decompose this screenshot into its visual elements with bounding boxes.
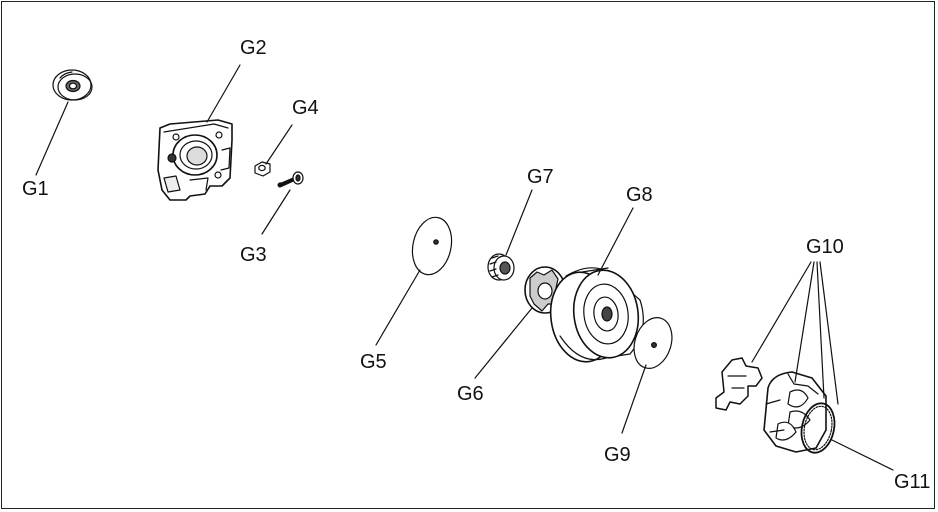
part-g8-drum — [549, 267, 644, 363]
leader-g3 — [261, 189, 291, 235]
part-g2-bracket — [157, 119, 233, 201]
label-g1: G1 — [22, 178, 49, 200]
label-g6: G6 — [457, 383, 484, 405]
leader-g10-d — [819, 261, 839, 405]
part-g3-screw — [277, 171, 304, 189]
label-g7: G7 — [527, 166, 554, 188]
part-g7-bearing — [487, 253, 515, 281]
part-g4-nut — [254, 161, 271, 177]
leader-g2 — [206, 64, 241, 123]
part-g5-disc — [411, 216, 453, 276]
label-g10: G10 — [806, 236, 844, 258]
leader-g7 — [505, 189, 533, 256]
leader-g6 — [474, 307, 533, 379]
part-g11-spring — [800, 402, 836, 454]
label-g8: G8 — [626, 184, 653, 206]
part-g1-washer — [52, 69, 93, 101]
label-g3: G3 — [240, 244, 267, 266]
label-g4: G4 — [292, 97, 319, 119]
leader-g11 — [831, 439, 894, 471]
label-g5: G5 — [360, 351, 387, 373]
label-g2: G2 — [240, 37, 267, 59]
leader-g10-a — [751, 261, 812, 363]
leader-g10-c — [816, 261, 825, 399]
label-g11: G11 — [894, 471, 931, 493]
label-g9: G9 — [604, 444, 631, 466]
leader-g1 — [35, 101, 69, 176]
leader-g8 — [597, 207, 634, 276]
leader-g5 — [375, 269, 421, 346]
leader-g4 — [265, 124, 293, 165]
leader-g9 — [621, 364, 647, 434]
leader-g10-b — [794, 261, 815, 383]
part-g10-clutch — [715, 357, 827, 453]
